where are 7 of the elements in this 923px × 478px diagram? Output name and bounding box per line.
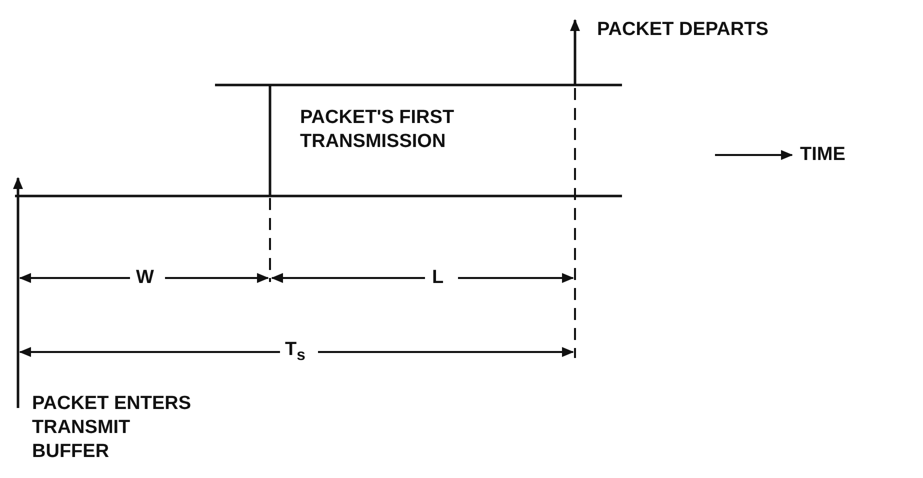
- axis-label: TIME: [800, 143, 846, 167]
- dimension-label: W: [136, 266, 154, 290]
- event-label: PACKET DEPARTS: [597, 18, 768, 42]
- dimension-label: T$_{s}$: [285, 338, 306, 366]
- dimension-label: L: [432, 266, 444, 290]
- transmission-label: PACKET'S FIRST TRANSMISSION: [300, 106, 456, 154]
- event-label: PACKET ENTERS TRANSMIT BUFFER: [32, 392, 192, 464]
